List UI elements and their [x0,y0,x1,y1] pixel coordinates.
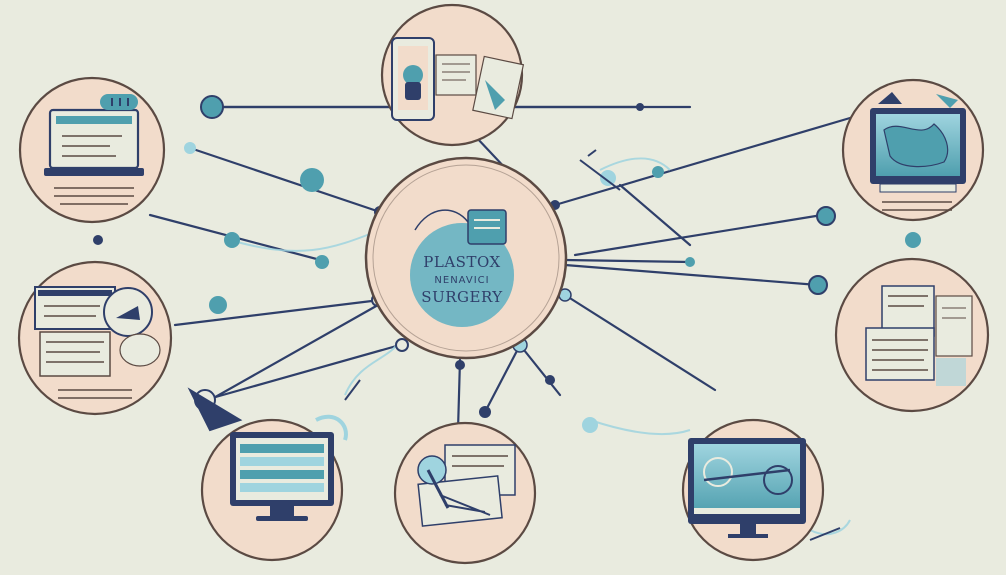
monitor-instrument-icon [688,438,806,538]
node-documents-right [834,257,990,413]
node-documents-left [17,260,173,416]
hub-title-line3: SURGERY [421,288,503,306]
connector-bottom-right-2 [563,293,717,392]
node-monitor-instrument [681,418,825,562]
connector-dot [200,95,224,119]
node-laptop [18,76,166,224]
node-smartphone [380,3,525,147]
node-monitor-table [200,414,348,562]
documents-icon [34,286,161,399]
connector-dot [224,232,240,248]
hub-title-line2: NENAVICI [434,275,489,286]
documents-icon [865,285,973,386]
central-hub: PLASTOX NENAVICI SURGERY [364,156,568,360]
connector-dot [479,406,491,418]
connector-dot [600,170,616,186]
connector-dot [209,296,227,314]
connector-upper-right-2 [573,213,824,257]
connector-upper-right [553,116,852,207]
connector-dot [808,275,828,295]
connector-dot [93,235,103,245]
connector-dot [685,257,695,267]
connector-dot [184,142,196,154]
node-papers [393,421,537,565]
connector-diag-right [618,183,692,247]
connector-bottom-center [456,358,462,432]
connector-dot [636,103,644,111]
papers-icon [417,444,516,527]
connector-right-mid-2 [563,258,692,264]
connector-bottom-left-monitor [208,303,380,402]
smartphone-icon [391,37,525,121]
hub-core [410,223,514,327]
connector-dot [455,360,465,370]
connector-dot [582,417,598,433]
connection-lines [148,105,852,432]
connector-dot [300,168,324,192]
connector-dot [816,206,836,226]
connector-dot [395,338,409,352]
monitor-map-icon [870,92,966,211]
signal-badge [100,94,138,110]
connector-docs-left-to-hub [173,298,382,327]
connector-dot [545,375,555,385]
laptop-icon [44,108,144,205]
connector-docs-left-lower [203,343,402,402]
connector-dot [905,232,921,248]
connector-dot [652,166,664,178]
connector-bottom-center-2 [518,343,562,397]
connector-dot [315,255,329,269]
node-monitor-map [841,78,985,222]
connector-laptop-to-hub [188,146,382,214]
connector-right-mid [563,263,820,287]
instrument-decorations [187,149,841,541]
connector-bottom-right [483,343,522,414]
hub-title-line1: PLASTOX [423,253,500,271]
monitor-table-icon [230,414,348,521]
